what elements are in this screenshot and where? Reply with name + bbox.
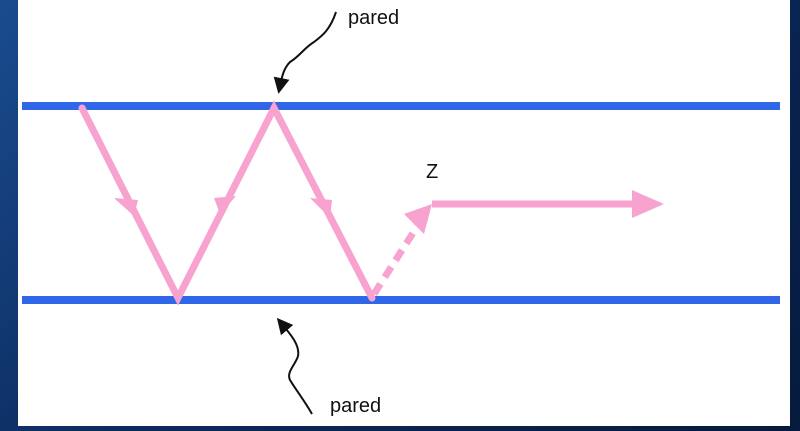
ray-arrowhead-1 — [114, 198, 138, 216]
ray-arrowhead-3 — [310, 198, 332, 218]
ray-arrowhead-2 — [214, 196, 236, 214]
diagram-panel — [18, 0, 790, 426]
bottom-wall-label: pared — [330, 395, 381, 417]
top-wall-pointer — [273, 11, 337, 94]
z-arrowhead — [632, 190, 664, 218]
top-wall-label: pared — [348, 7, 399, 29]
dashed-arrowhead — [404, 204, 432, 234]
z-axis-label: Z — [426, 161, 438, 183]
bottom-wall-pointer — [276, 317, 313, 415]
dashed-continuation — [371, 220, 423, 296]
